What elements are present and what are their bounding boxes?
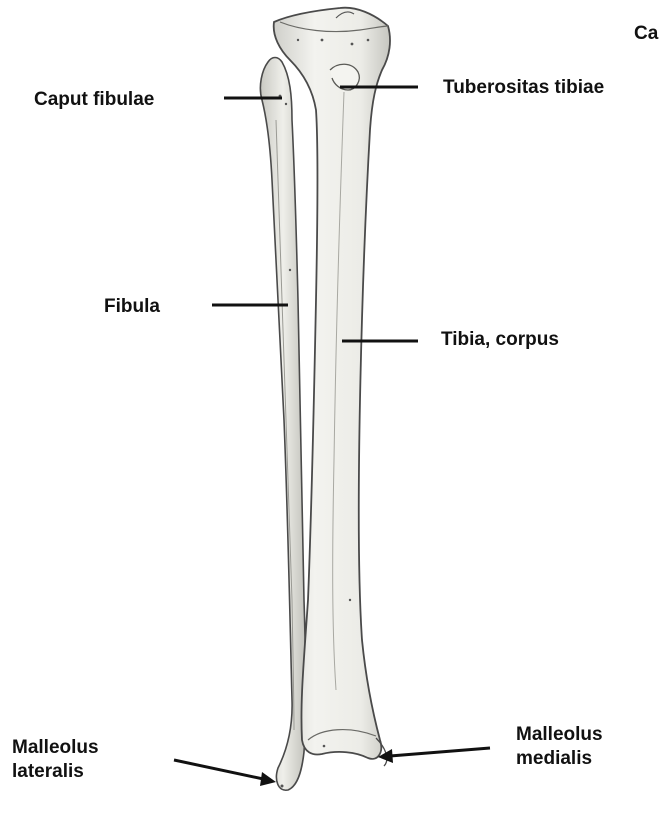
- arrowhead-lateralis: [260, 772, 276, 786]
- leader-malleolus-medialis: [390, 748, 490, 756]
- label-malleolus-lateralis: Malleolus lateralis: [12, 736, 99, 784]
- fibula-bone: [260, 58, 305, 791]
- malleolus-lateralis-line-2: lateralis: [12, 760, 99, 784]
- label-caput-fibulae: Caput fibulae: [34, 88, 154, 112]
- label-tibia-corpus: Tibia, corpus: [441, 328, 559, 352]
- malleolus-medialis-line-2: medialis: [516, 747, 603, 771]
- label-malleolus-medialis: Malleolus medialis: [516, 723, 603, 771]
- label-cut-top-right: Ca: [634, 22, 658, 46]
- label-tuberositas-tibiae: Tuberositas tibiae: [443, 76, 604, 100]
- malleolus-lateralis-line-1: Malleolus: [12, 736, 99, 760]
- label-fibula: Fibula: [104, 295, 160, 319]
- leader-malleolus-lateralis: [174, 760, 268, 780]
- malleolus-medialis-line-1: Malleolus: [516, 723, 603, 747]
